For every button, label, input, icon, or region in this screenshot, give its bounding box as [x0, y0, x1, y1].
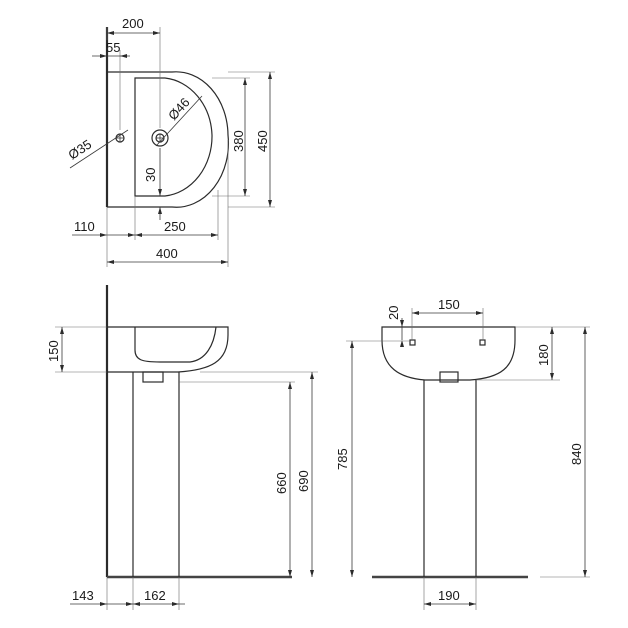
dim-label-450: 450 — [255, 130, 270, 152]
arrow — [424, 602, 431, 606]
arrow — [400, 320, 404, 327]
front-tap-hole-right-icon — [479, 339, 486, 346]
side-bowl-inner — [134, 326, 217, 363]
front-tap-hole-left-icon — [409, 339, 416, 346]
arrow — [133, 602, 140, 606]
arrow — [550, 373, 554, 380]
arrow — [469, 602, 476, 606]
dim-label-380: 380 — [231, 130, 246, 152]
dim-label-dia35: Ø35 — [65, 137, 94, 163]
arrow — [288, 382, 292, 389]
arrow — [60, 365, 64, 372]
dim-label-dia46: Ø46 — [165, 95, 193, 123]
dim-label-30: 30 — [143, 168, 158, 182]
dim-label-200: 200 — [122, 16, 144, 31]
top-view: 200 55 Ø35 Ø46 30 380 450 — [65, 16, 275, 267]
side-trap — [142, 371, 164, 383]
dim-label-190: 190 — [438, 588, 460, 603]
arrow — [288, 570, 292, 577]
arrow — [158, 189, 162, 196]
arrow — [221, 260, 228, 264]
dim-label-690: 690 — [296, 470, 311, 492]
arrow — [400, 340, 404, 347]
arrow — [243, 189, 247, 196]
arrow — [268, 200, 272, 207]
dim-label-55: 55 — [106, 40, 120, 55]
dim-label-162: 162 — [144, 588, 166, 603]
arrow — [135, 233, 142, 237]
arrow — [100, 602, 107, 606]
dim-label-400: 400 — [156, 246, 178, 261]
arrow — [476, 311, 483, 315]
arrow — [100, 54, 107, 58]
dim-label-785: 785 — [335, 448, 350, 470]
arrow — [243, 78, 247, 85]
dim-label-side-150: 150 — [46, 340, 61, 362]
dim-label-110: 110 — [74, 219, 95, 234]
arrow — [583, 570, 587, 577]
arrow — [583, 327, 587, 334]
arrow — [100, 233, 107, 237]
arrow — [412, 311, 419, 315]
dim-label-180: 180 — [536, 344, 551, 366]
arrow — [350, 570, 354, 577]
arrow — [172, 602, 179, 606]
arrow — [158, 207, 162, 214]
dim-label-840: 840 — [569, 443, 584, 465]
arrow — [268, 72, 272, 79]
basin-top-outline — [107, 71, 230, 208]
dim-label-143: 143 — [72, 588, 94, 603]
arrow — [128, 233, 135, 237]
front-view: 20 150 180 785 840 190 — [335, 297, 590, 610]
arrow — [350, 341, 354, 348]
front-trap — [439, 371, 459, 383]
dim-label-250: 250 — [164, 219, 186, 234]
side-view: 150 660 690 143 162 — [46, 285, 318, 610]
drain-hole-icon — [151, 129, 169, 147]
arrow — [211, 233, 218, 237]
arrow — [60, 327, 64, 334]
arrow — [126, 602, 133, 606]
arrow — [153, 31, 160, 35]
arrow — [550, 327, 554, 334]
arrow — [310, 570, 314, 577]
front-basin-outline — [381, 326, 516, 381]
arrow — [310, 372, 314, 379]
dim-label-20: 20 — [386, 306, 401, 320]
arrow — [107, 260, 114, 264]
dim-label-front-150: 150 — [438, 297, 460, 312]
leader-46 — [155, 95, 203, 147]
bowl-top-outline — [134, 77, 213, 197]
arrow — [120, 54, 127, 58]
leader-35 — [69, 129, 129, 169]
dim-label-660: 660 — [274, 472, 289, 494]
side-basin-outline — [107, 326, 229, 373]
arrow — [107, 31, 114, 35]
